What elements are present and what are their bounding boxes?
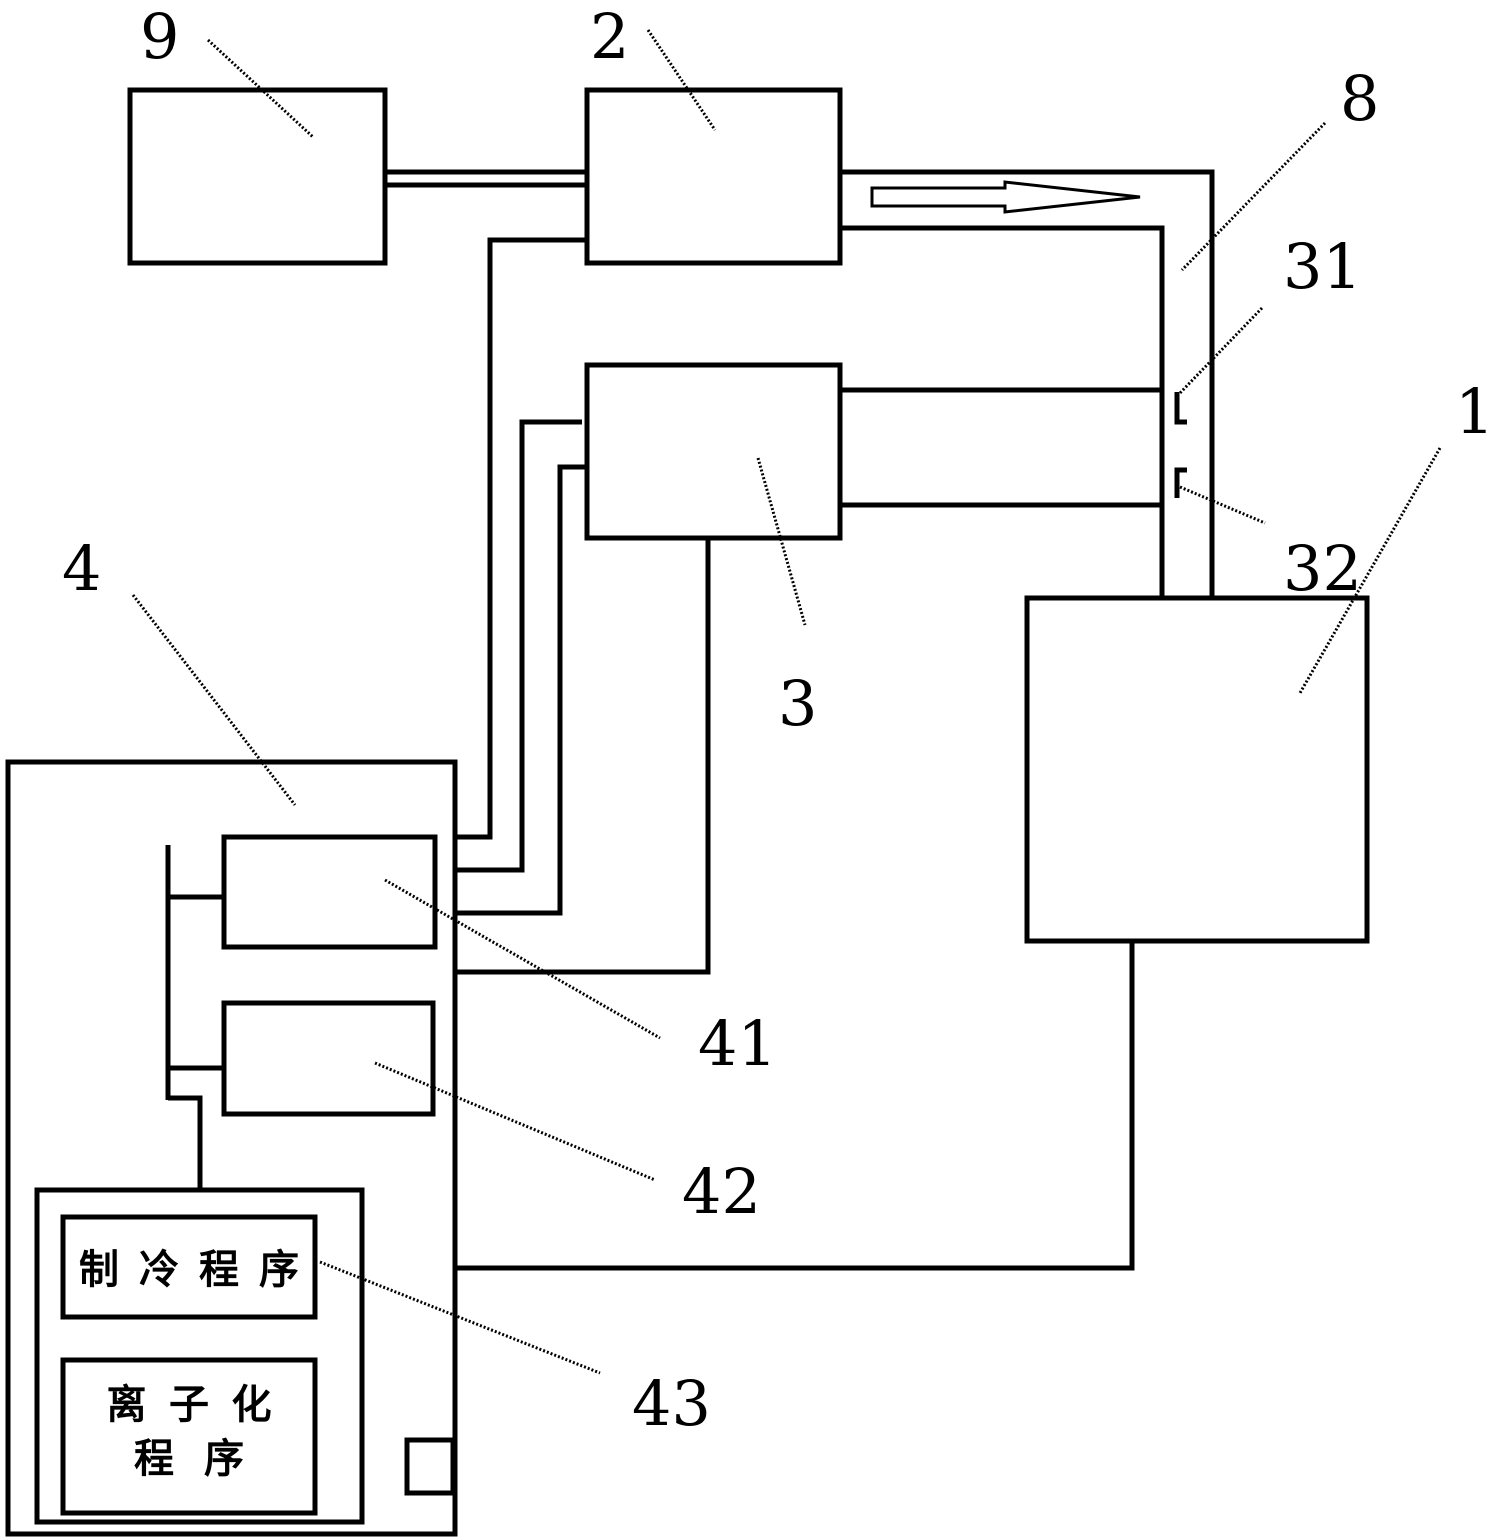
component-1-box: [1024, 595, 1370, 944]
leader-42: [374, 1061, 656, 1182]
leader-4: [131, 594, 297, 806]
wire-4-to-1: [455, 941, 1135, 1271]
leader-1: [1298, 447, 1442, 694]
duct-8-outer: [840, 169, 1215, 598]
ionization-program-box: [60, 1357, 318, 1516]
small-square: [404, 1437, 456, 1496]
duct-8-inner: [840, 225, 1165, 598]
label-2: 2: [590, 0, 629, 73]
label-1: 1: [1455, 375, 1494, 448]
wire-4-to-3-c: [455, 538, 711, 975]
port-32: [1174, 467, 1187, 498]
label-41: 41: [698, 1007, 777, 1080]
wire-4-to-2: [455, 237, 587, 840]
bus-to-panel: [168, 1095, 203, 1190]
module-41-box: [221, 834, 438, 950]
module-42-box: [221, 1000, 436, 1117]
cooling-program-box: [60, 1214, 318, 1320]
label-3: 3: [778, 667, 817, 740]
wire-4-to-3-a: [455, 419, 582, 873]
component-9-box: [127, 87, 388, 266]
label-32: 32: [1283, 532, 1362, 605]
leader-41: [384, 878, 661, 1040]
leader-3: [756, 457, 807, 626]
component-2-box: [584, 87, 843, 266]
ionization-program-label-line1: 离子化: [107, 1382, 272, 1428]
leader-32: [1179, 485, 1266, 525]
label-4: 4: [62, 532, 101, 605]
label-31: 31: [1283, 230, 1362, 303]
label-8: 8: [1340, 62, 1379, 135]
label-9: 9: [140, 0, 179, 73]
component-3-box: [584, 362, 843, 541]
label-42: 42: [682, 1155, 761, 1228]
wire-4-to-3-b: [455, 464, 587, 916]
leader-31: [1178, 306, 1264, 395]
port-31: [1174, 392, 1187, 425]
flow-arrow-icon: [870, 180, 1141, 214]
leader-2: [646, 29, 717, 131]
label-43: 43: [632, 1367, 711, 1440]
